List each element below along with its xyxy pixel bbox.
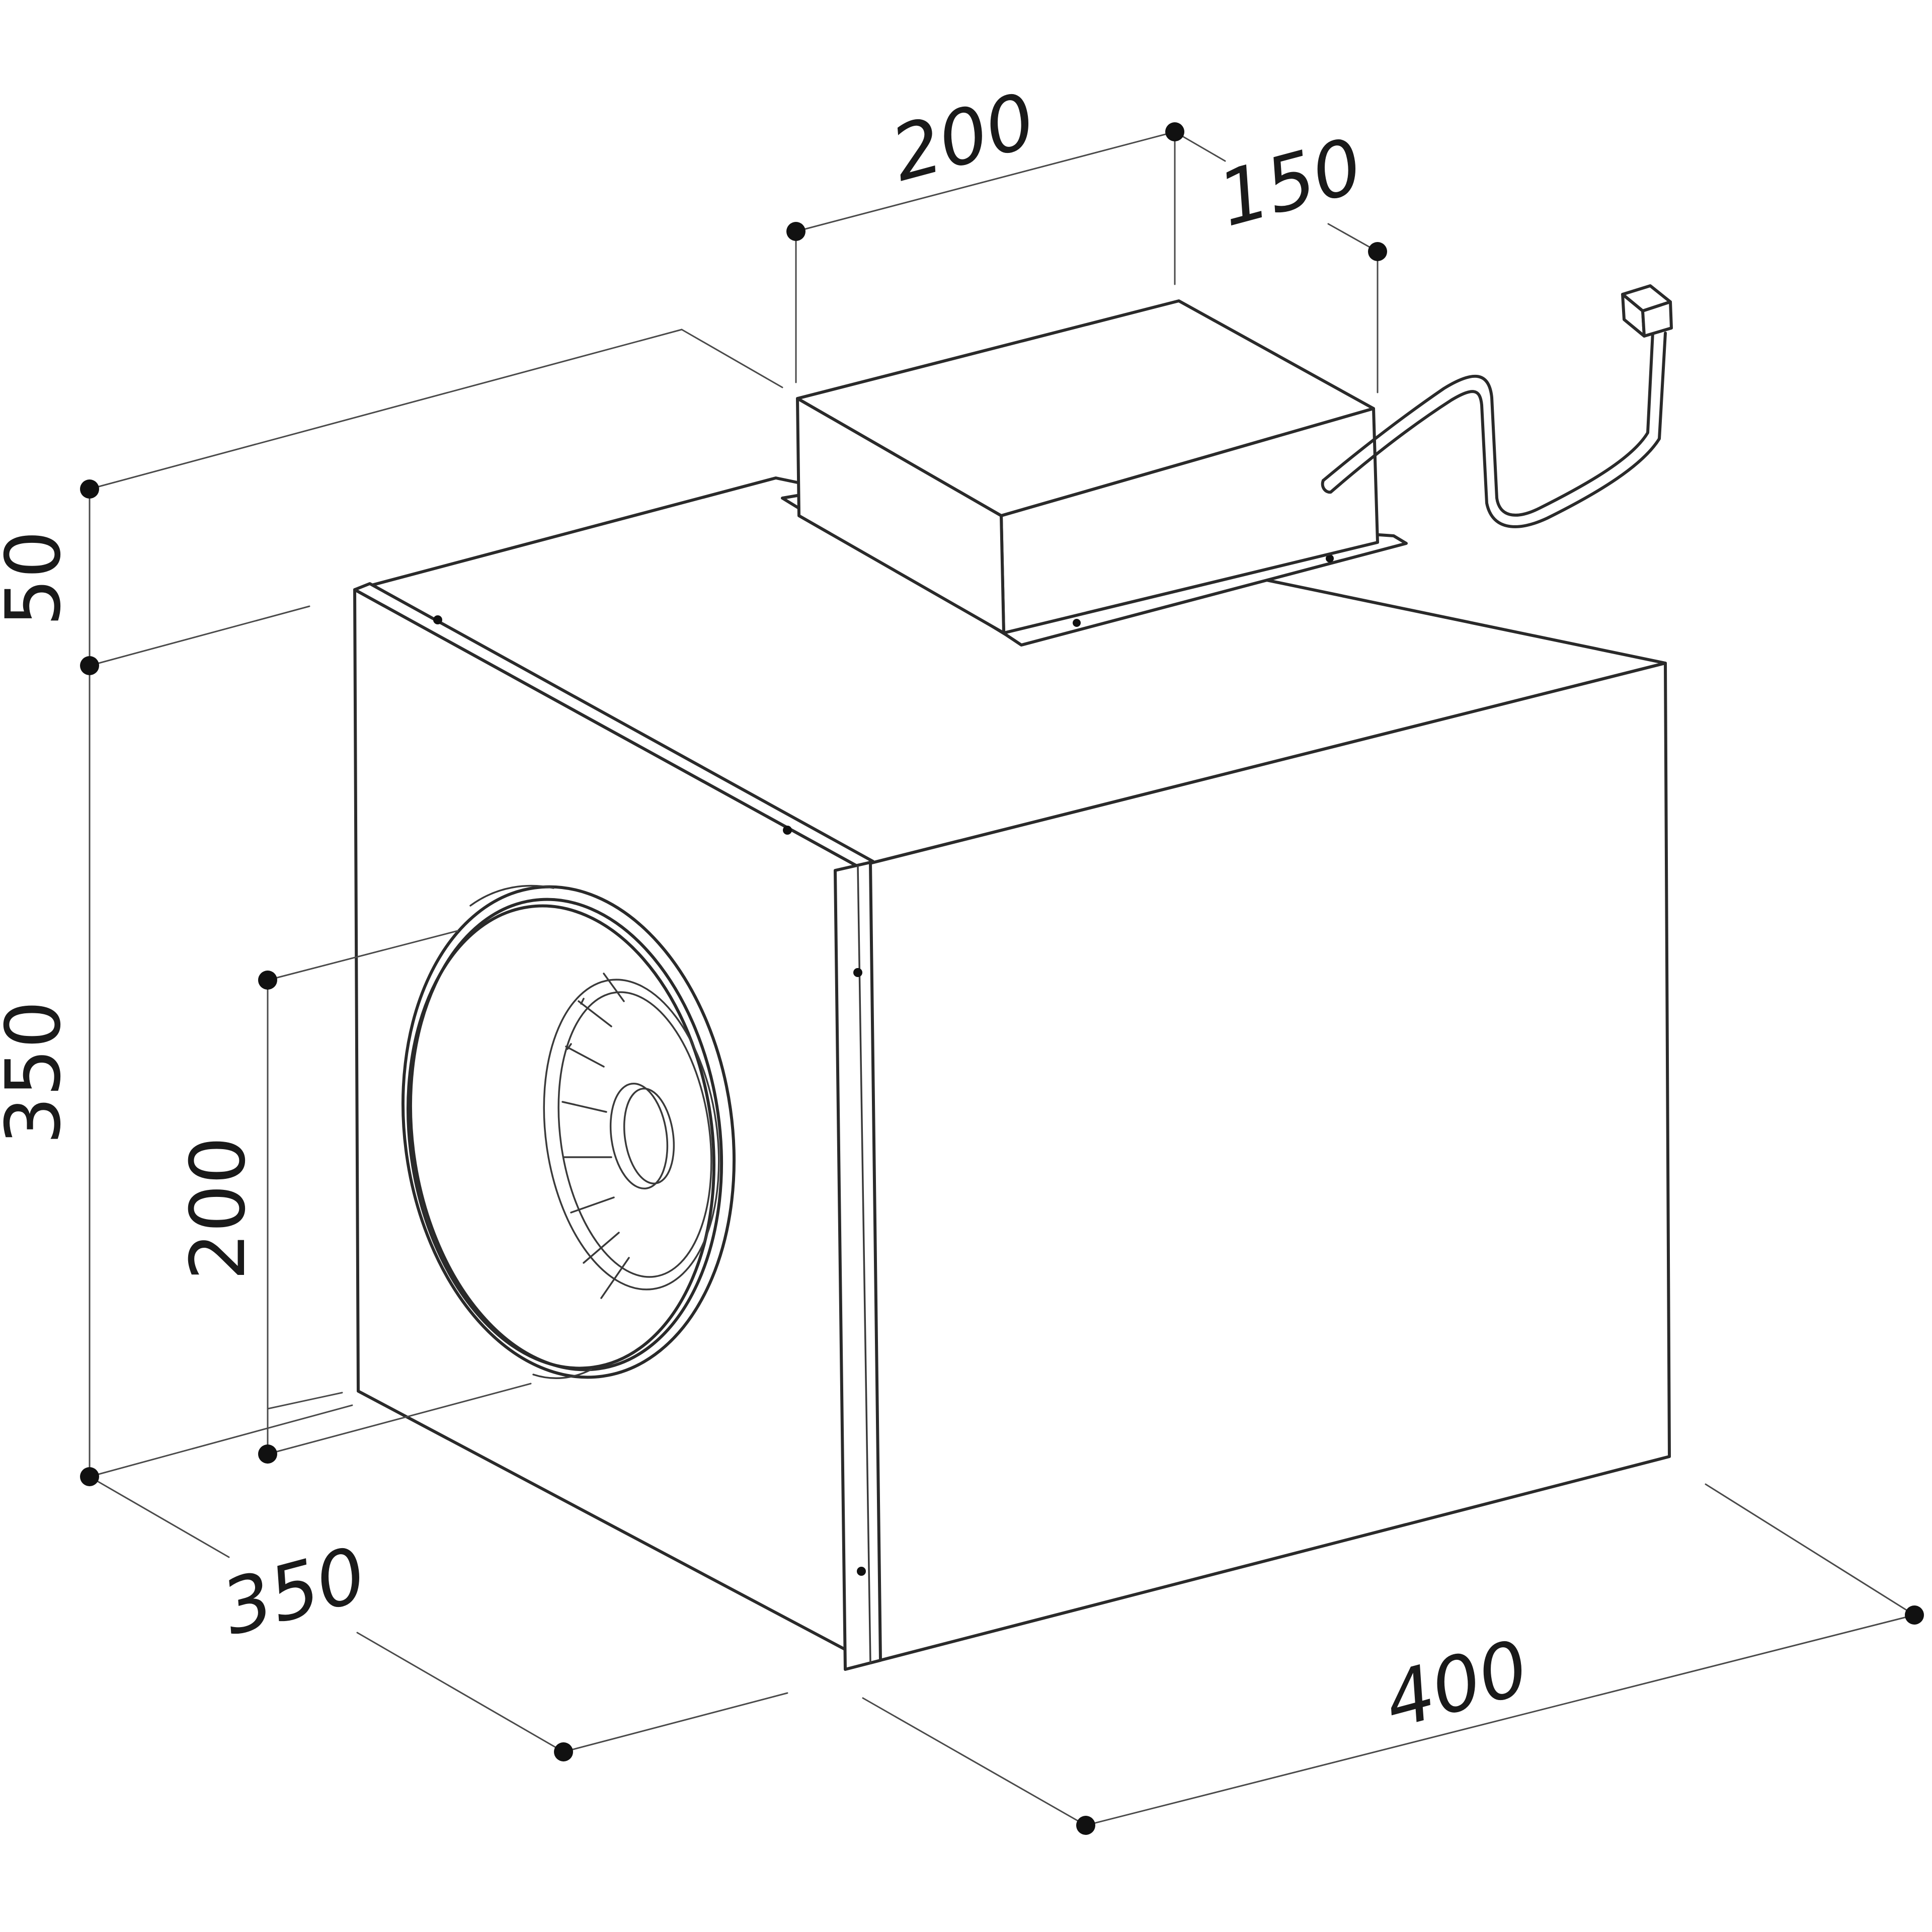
housing-box (353, 476, 1671, 1671)
label-outlet-diameter: 200 (175, 1137, 262, 1280)
screw-icon (853, 968, 862, 977)
screw-icon (433, 615, 442, 624)
motor-box-side (796, 397, 1005, 634)
label-body-width: 400 (1376, 1624, 1538, 1746)
label-top-width: 200 (882, 77, 1044, 199)
corner-flange-vertical (834, 861, 882, 1671)
dimension-endpoints (80, 122, 1924, 1835)
plug-icon (1621, 284, 1673, 338)
dimension-lines (89, 131, 1915, 1826)
screw-icon (783, 826, 792, 835)
screw-icon (857, 1567, 866, 1576)
corner-flange-top (353, 582, 874, 868)
motor-box (781, 299, 1408, 647)
fan-wheel (543, 973, 720, 1299)
label-body-depth: 350 (213, 1531, 375, 1653)
label-top-depth: 150 (1210, 122, 1372, 244)
outlet-collar (401, 884, 736, 1379)
power-cable (1321, 331, 1667, 528)
label-top-height: 50 (0, 530, 77, 626)
label-body-height: 350 (0, 1001, 77, 1145)
